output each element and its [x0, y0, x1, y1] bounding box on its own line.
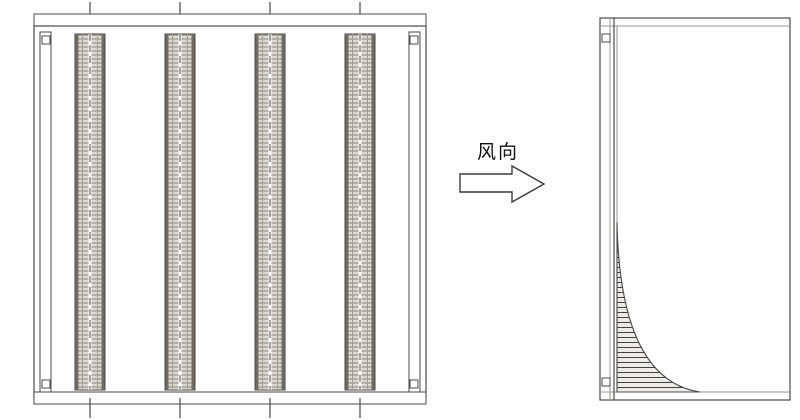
front-view [33, 2, 427, 418]
bottom-ticks [89, 398, 361, 418]
filter-column [163, 32, 197, 392]
side-flange-clips [601, 33, 611, 387]
front-top-rail [33, 13, 427, 27]
wind-direction: 风向 [459, 141, 546, 204]
front-corner-clips [41, 35, 419, 389]
filter-column [73, 32, 107, 392]
wind-direction-label: 风向 [477, 141, 519, 163]
front-left-channel [39, 31, 52, 393]
filter-column [343, 32, 377, 392]
side-view [599, 17, 791, 401]
front-right-channel [408, 31, 421, 393]
wind-direction-arrow [459, 164, 546, 204]
media-wedge-section [616, 221, 701, 393]
front-bottom-rail [33, 391, 427, 405]
filter-column [253, 32, 287, 392]
